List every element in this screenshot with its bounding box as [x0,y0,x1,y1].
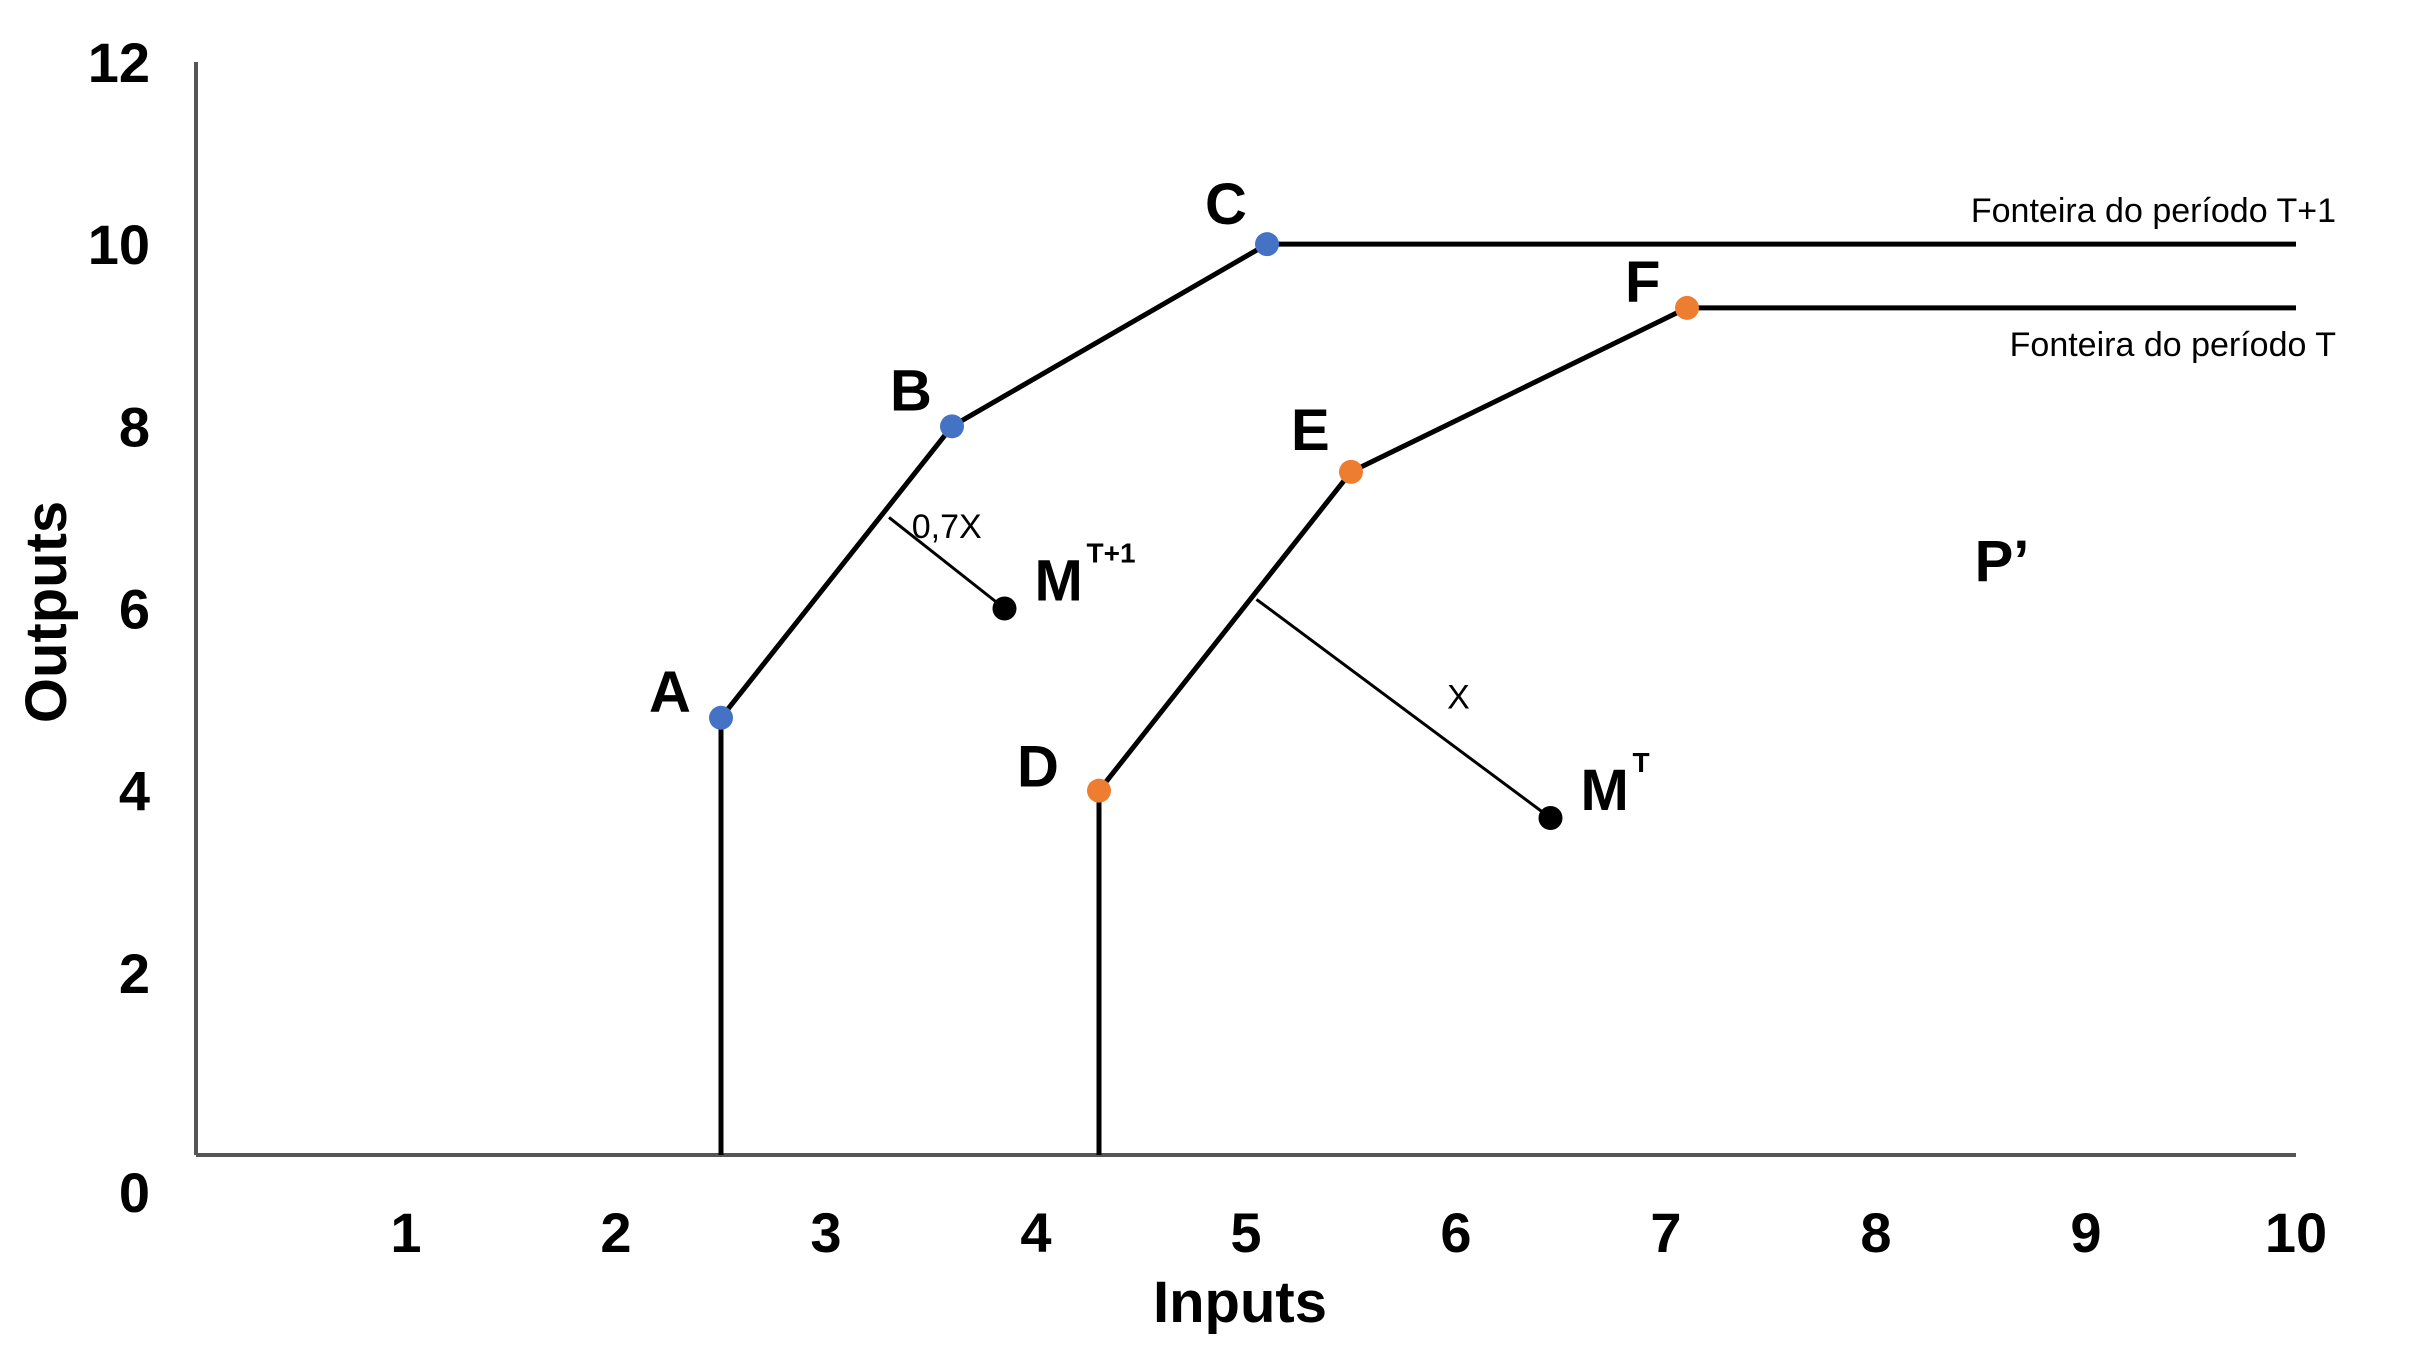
frontier-lines [718,241,2296,1155]
frontier-point [1339,459,1363,484]
frontier-point [1087,778,1111,803]
frontier-label: Fonteira do período T+1 [1971,192,2336,230]
point-label: C [1205,172,1247,237]
x-tick-label: 4 [1020,1201,1051,1264]
y-tick-label: 0 [119,1161,150,1224]
y-tick-label: 6 [119,578,150,641]
point-label: B [890,358,932,423]
frontier-point [940,414,964,439]
distance-label: 0,7X [912,508,982,546]
x-tick-label: 7 [1650,1201,1681,1264]
point-labels: Fonteira do período T+1A B C Fonteira do pe… [649,172,2336,823]
data-points [709,232,1699,830]
distance-line [888,516,1006,610]
frontier-point [709,705,733,730]
frontier-line [1096,305,2296,1155]
x-axis-title: Inputs [1153,1270,1327,1335]
x-tick-label: 6 [1440,1201,1471,1264]
observation-label: M [1581,758,1629,823]
frontier-label: Fonteira do período T [2010,326,2336,364]
axes [194,62,2296,1157]
x-tick-label: 3 [810,1201,841,1264]
x-tick-label: 9 [2070,1201,2101,1264]
x-tick-label: 2 [600,1201,631,1264]
y-axis-title: Outputs [14,501,79,723]
y-tick-label: 2 [119,942,150,1005]
observation-point [1538,805,1563,830]
x-tick-label: 5 [1230,1201,1261,1264]
x-tick-label: 10 [2265,1201,2327,1264]
observation-label: M [1035,549,1083,614]
frontier-line [718,241,2296,1155]
frontier-point [1675,295,1699,320]
y-tick-label: 10 [88,213,150,276]
observation-superscript: T+1 [1087,538,1136,569]
x-tick-label: 8 [1860,1201,1891,1264]
y-tick-label: 8 [119,395,150,458]
point-label: A [649,660,691,725]
point-label: D [1017,735,1059,800]
point-label: E [1291,398,1330,463]
x-tick-label: 1 [390,1201,421,1264]
annotation-label: P’ [1975,529,2030,594]
frontier-point [1255,232,1279,257]
y-tick-label: 12 [88,31,150,94]
distance-line [1255,598,1552,820]
observation-superscript: T [1633,747,1650,778]
y-tick-label: 4 [119,760,150,823]
distance-label: X [1447,679,1470,717]
point-label: F [1625,250,1660,315]
distance-lines [888,516,1552,820]
observation-point [992,596,1017,621]
